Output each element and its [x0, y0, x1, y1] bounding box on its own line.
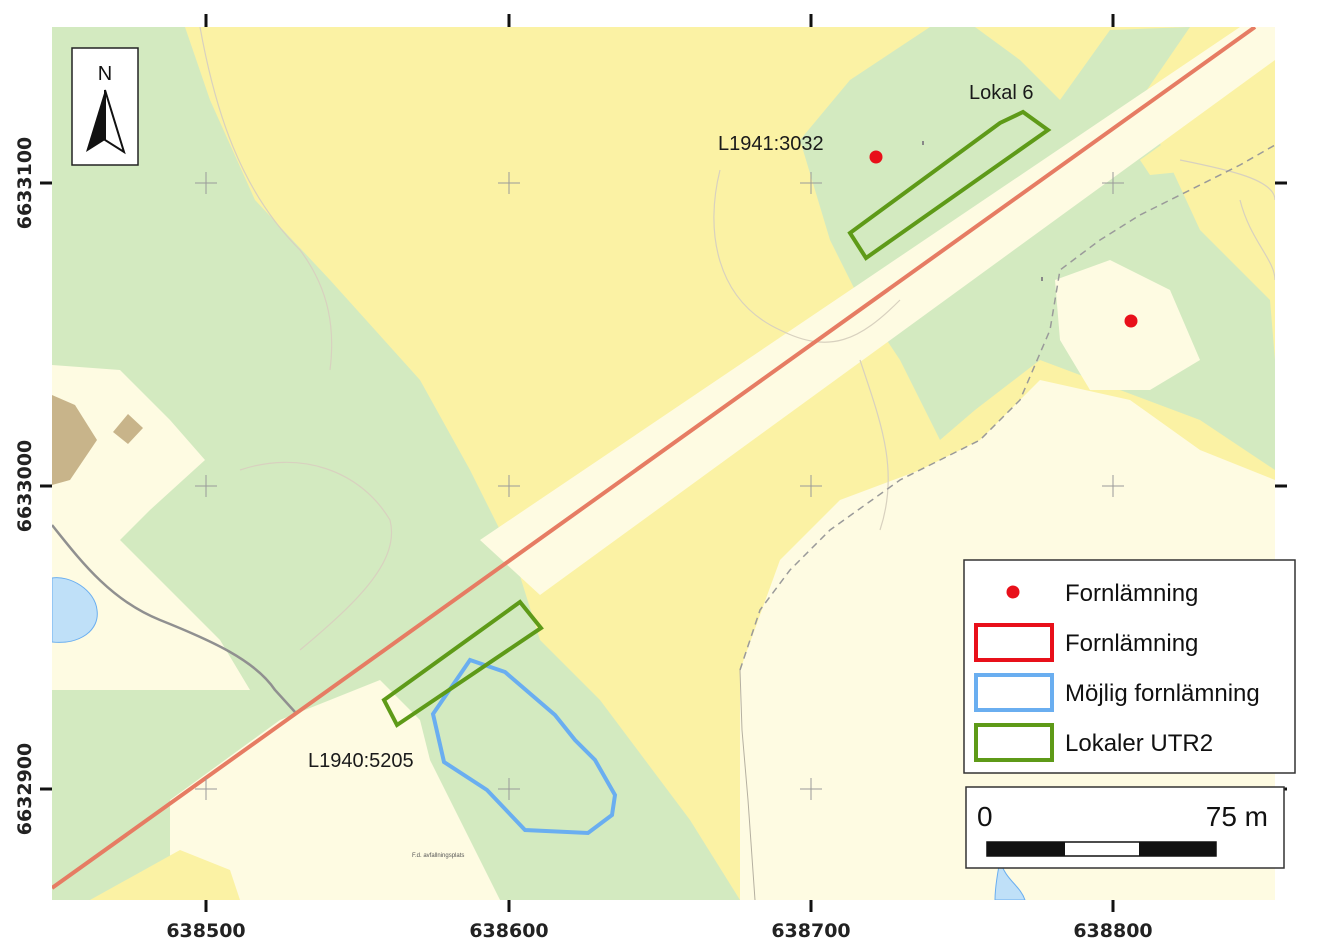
legend-outline-symbol: [974, 673, 1054, 712]
open-land-southwest: [90, 850, 240, 900]
legend-item: Lokaler UTR2: [974, 723, 1213, 762]
x-tick-label: 638700: [771, 920, 850, 940]
legend-box: [963, 559, 1296, 774]
possible-ancient-remain-area[interactable]: [430, 657, 618, 836]
scale-bar: 0 75 m: [965, 786, 1285, 869]
scale-bar-segment: [987, 842, 1065, 856]
road-line: [52, 524, 296, 713]
building-shape: [113, 414, 143, 444]
legend-label: Möjlig fornlämning: [1065, 680, 1260, 707]
legend-point-symbol: [1006, 585, 1020, 599]
railway-corridor: [480, 27, 1275, 595]
legend-label: Fornlämning: [1065, 630, 1198, 657]
building-shape: [52, 395, 97, 485]
legend-item: Fornlämning: [974, 623, 1198, 662]
x-tick-label: 638600: [469, 920, 548, 940]
cleared-area-west: [52, 365, 250, 690]
ancient-remain-point-east[interactable]: [1124, 314, 1138, 328]
legend: Fornlämning Fornlämning Möjlig fornlämni…: [963, 559, 1296, 774]
path-line: [739, 669, 756, 900]
north-arrow: N: [71, 47, 139, 166]
boundary-dashed-line: [739, 144, 1275, 671]
tiny-marker: [1041, 277, 1043, 281]
label-lokal-6: Lokal 6: [969, 82, 1034, 104]
axis-ticks: [40, 14, 1287, 912]
label-site-l1940: L1940:5205: [308, 750, 414, 772]
scale-start-label: 0: [977, 801, 993, 832]
north-arrow-icon: [86, 89, 126, 155]
tiny-marker: [922, 141, 924, 145]
site-utr2-southwest[interactable]: [381, 599, 544, 728]
scale-bar-segment: [1139, 842, 1216, 856]
legend-outline-symbol: [974, 623, 1054, 662]
y-tick-label: 6632900: [14, 743, 36, 836]
cleared-area-southwest: [170, 680, 500, 900]
contour-lines: [199, 27, 1275, 651]
map-body[interactable]: Lokal 6 L1941:3032 L1940:5205 F.d. avfal…: [52, 27, 1275, 900]
water-stream: [994, 859, 1026, 900]
legend-label: Fornlämning: [1065, 580, 1198, 607]
legend-label: Lokaler UTR2: [1065, 730, 1213, 757]
label-site-l1941: L1941:3032: [718, 133, 824, 155]
water-pond: [52, 577, 98, 643]
north-label: N: [98, 63, 112, 85]
ancient-remain-point-l1941[interactable]: [869, 150, 883, 164]
railway-line: [52, 27, 1257, 890]
legend-outline-symbol: [974, 723, 1054, 762]
y-tick-label: 6633100: [14, 137, 36, 230]
label-small-text: F.d. avfallningsplats: [412, 853, 464, 859]
y-tick-label: 6633000: [14, 440, 36, 533]
grid-crosses: [195, 172, 1124, 800]
legend-item: Möjlig fornlämning: [974, 673, 1260, 712]
site-utr2-lokal-6[interactable]: [847, 109, 1052, 261]
open-land-northeast: [1140, 80, 1275, 175]
legend-item: Fornlämning: [1006, 580, 1198, 607]
x-tick-label: 638800: [1073, 920, 1152, 940]
scale-end-label: 75 m: [1206, 801, 1268, 832]
x-tick-label: 638500: [166, 920, 245, 940]
